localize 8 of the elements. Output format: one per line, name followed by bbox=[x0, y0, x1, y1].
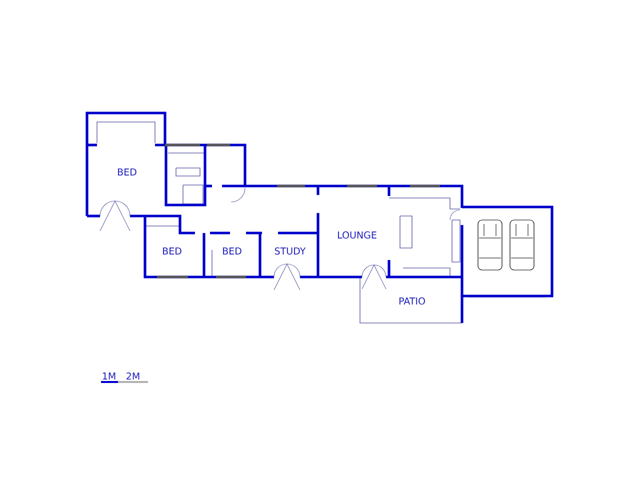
room-label: STUDY bbox=[274, 247, 306, 255]
room-label: BED bbox=[163, 248, 182, 254]
room-label: LOUNGE bbox=[338, 231, 376, 239]
room-label: BED bbox=[223, 248, 242, 254]
room-label: PATIO bbox=[399, 297, 425, 305]
room-label: BED bbox=[118, 168, 136, 176]
scale-label: 1M bbox=[102, 372, 116, 380]
scale-label: 2M bbox=[126, 372, 140, 380]
